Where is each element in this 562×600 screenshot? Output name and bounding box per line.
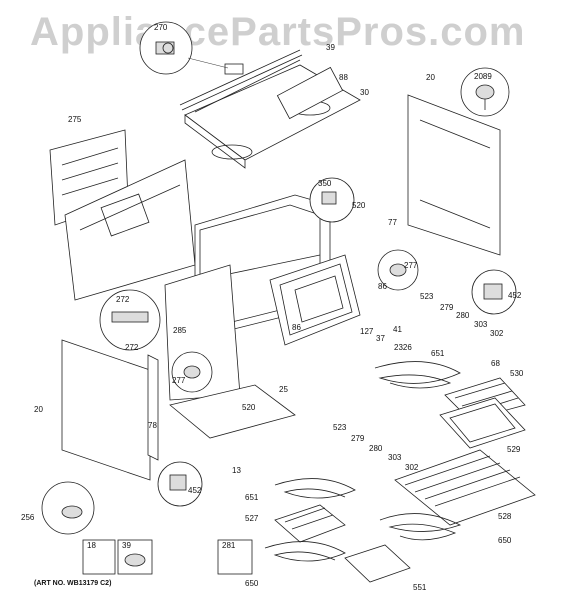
callout-label: 272 [125,343,139,352]
callout-label: 2326 [394,343,412,352]
callout-label: 651 [431,349,445,358]
callout-label: 452 [508,291,522,300]
callout-label: 78 [148,421,157,430]
callout-label: 41 [393,325,402,334]
callout-label: 37 [376,334,385,343]
detail-circle-272 [99,289,161,351]
callout-label: 303 [388,453,402,462]
bake-element-bottom-650 [264,541,346,562]
detail-circle-270 [139,21,244,75]
side-panel-right-20 [407,94,501,256]
callout-label: 277 [404,261,418,270]
callout-label: 452 [188,486,202,495]
callout-label: 275 [68,115,82,124]
callout-label: 86 [378,282,387,291]
bake-element-650 [379,513,462,541]
top-panel [184,59,361,169]
callout-label: 551 [413,583,427,592]
callout-label: 303 [474,320,488,329]
callout-label: 277 [172,376,186,385]
callout-label: 523 [420,292,434,301]
detail-circle-452-lower [157,461,203,507]
callout-label: 281 [222,541,236,550]
callout-label: 523 [333,423,347,432]
detail-circle-277-upper [377,249,419,291]
callout-label: 350 [318,179,332,188]
callout-label: 13 [232,466,241,475]
callout-label: 86 [292,323,301,332]
callout-label: 302 [405,463,419,472]
callout-label: 39 [326,43,335,52]
grid-527 [274,504,346,543]
detail-box-18 [82,539,116,575]
callout-label: 527 [245,514,259,523]
broil-pan-529 [439,397,526,449]
front-panel-left-20 [61,339,151,481]
callout-label: 650 [498,536,512,545]
callout-label: 39 [122,541,131,550]
callout-label: 25 [279,385,288,394]
callout-label: 20 [34,405,43,414]
detail-circle-277-lower [171,351,213,393]
callout-label: 88 [339,73,348,82]
door-frame-520 [269,254,361,346]
callout-labels: 270 39 88 30 20 2089 275 350 520 77 277 … [21,23,524,592]
detail-circle-256 [41,481,95,535]
callout-label: 256 [21,513,35,522]
callout-label: 68 [491,359,500,368]
detail-circle-2089 [460,67,510,117]
art-number: (ART NO. WB13179 C2) [34,580,112,587]
callout-label: 18 [87,541,96,550]
callout-label: 2089 [474,72,492,81]
pan-551 [344,544,411,583]
callout-label: 285 [173,326,187,335]
broil-element-upper [374,361,461,389]
bottom-panel-13 [169,384,296,439]
callout-label: 280 [369,444,383,453]
callout-label: 280 [456,311,470,320]
callout-label: 127 [360,327,374,336]
top-trim [179,49,303,111]
callout-label: 279 [351,434,365,443]
callout-label: 528 [498,512,512,521]
callout-label: 272 [116,295,130,304]
callout-label: 530 [510,369,524,378]
detail-circle-350 [309,177,355,223]
callout-label: 529 [507,445,521,454]
callout-label: 651 [245,493,259,502]
side-trim-78 [147,354,159,461]
callout-label: 279 [440,303,454,312]
callout-label: 270 [154,23,168,32]
broil-element-lower [274,478,356,499]
callout-label: 20 [426,73,435,82]
callout-label: 30 [360,88,369,97]
detail-box-281 [217,539,253,575]
detail-box-39 [117,539,153,575]
callout-label: 77 [388,218,397,227]
callout-label: 650 [245,579,259,588]
callout-label: 520 [352,201,366,210]
rack-528 [394,449,536,526]
callout-label: 302 [490,329,504,338]
detail-circle-452-upper [471,269,517,315]
callout-label: 520 [242,403,256,412]
watermark: AppliancePartsPros.com [30,10,526,54]
